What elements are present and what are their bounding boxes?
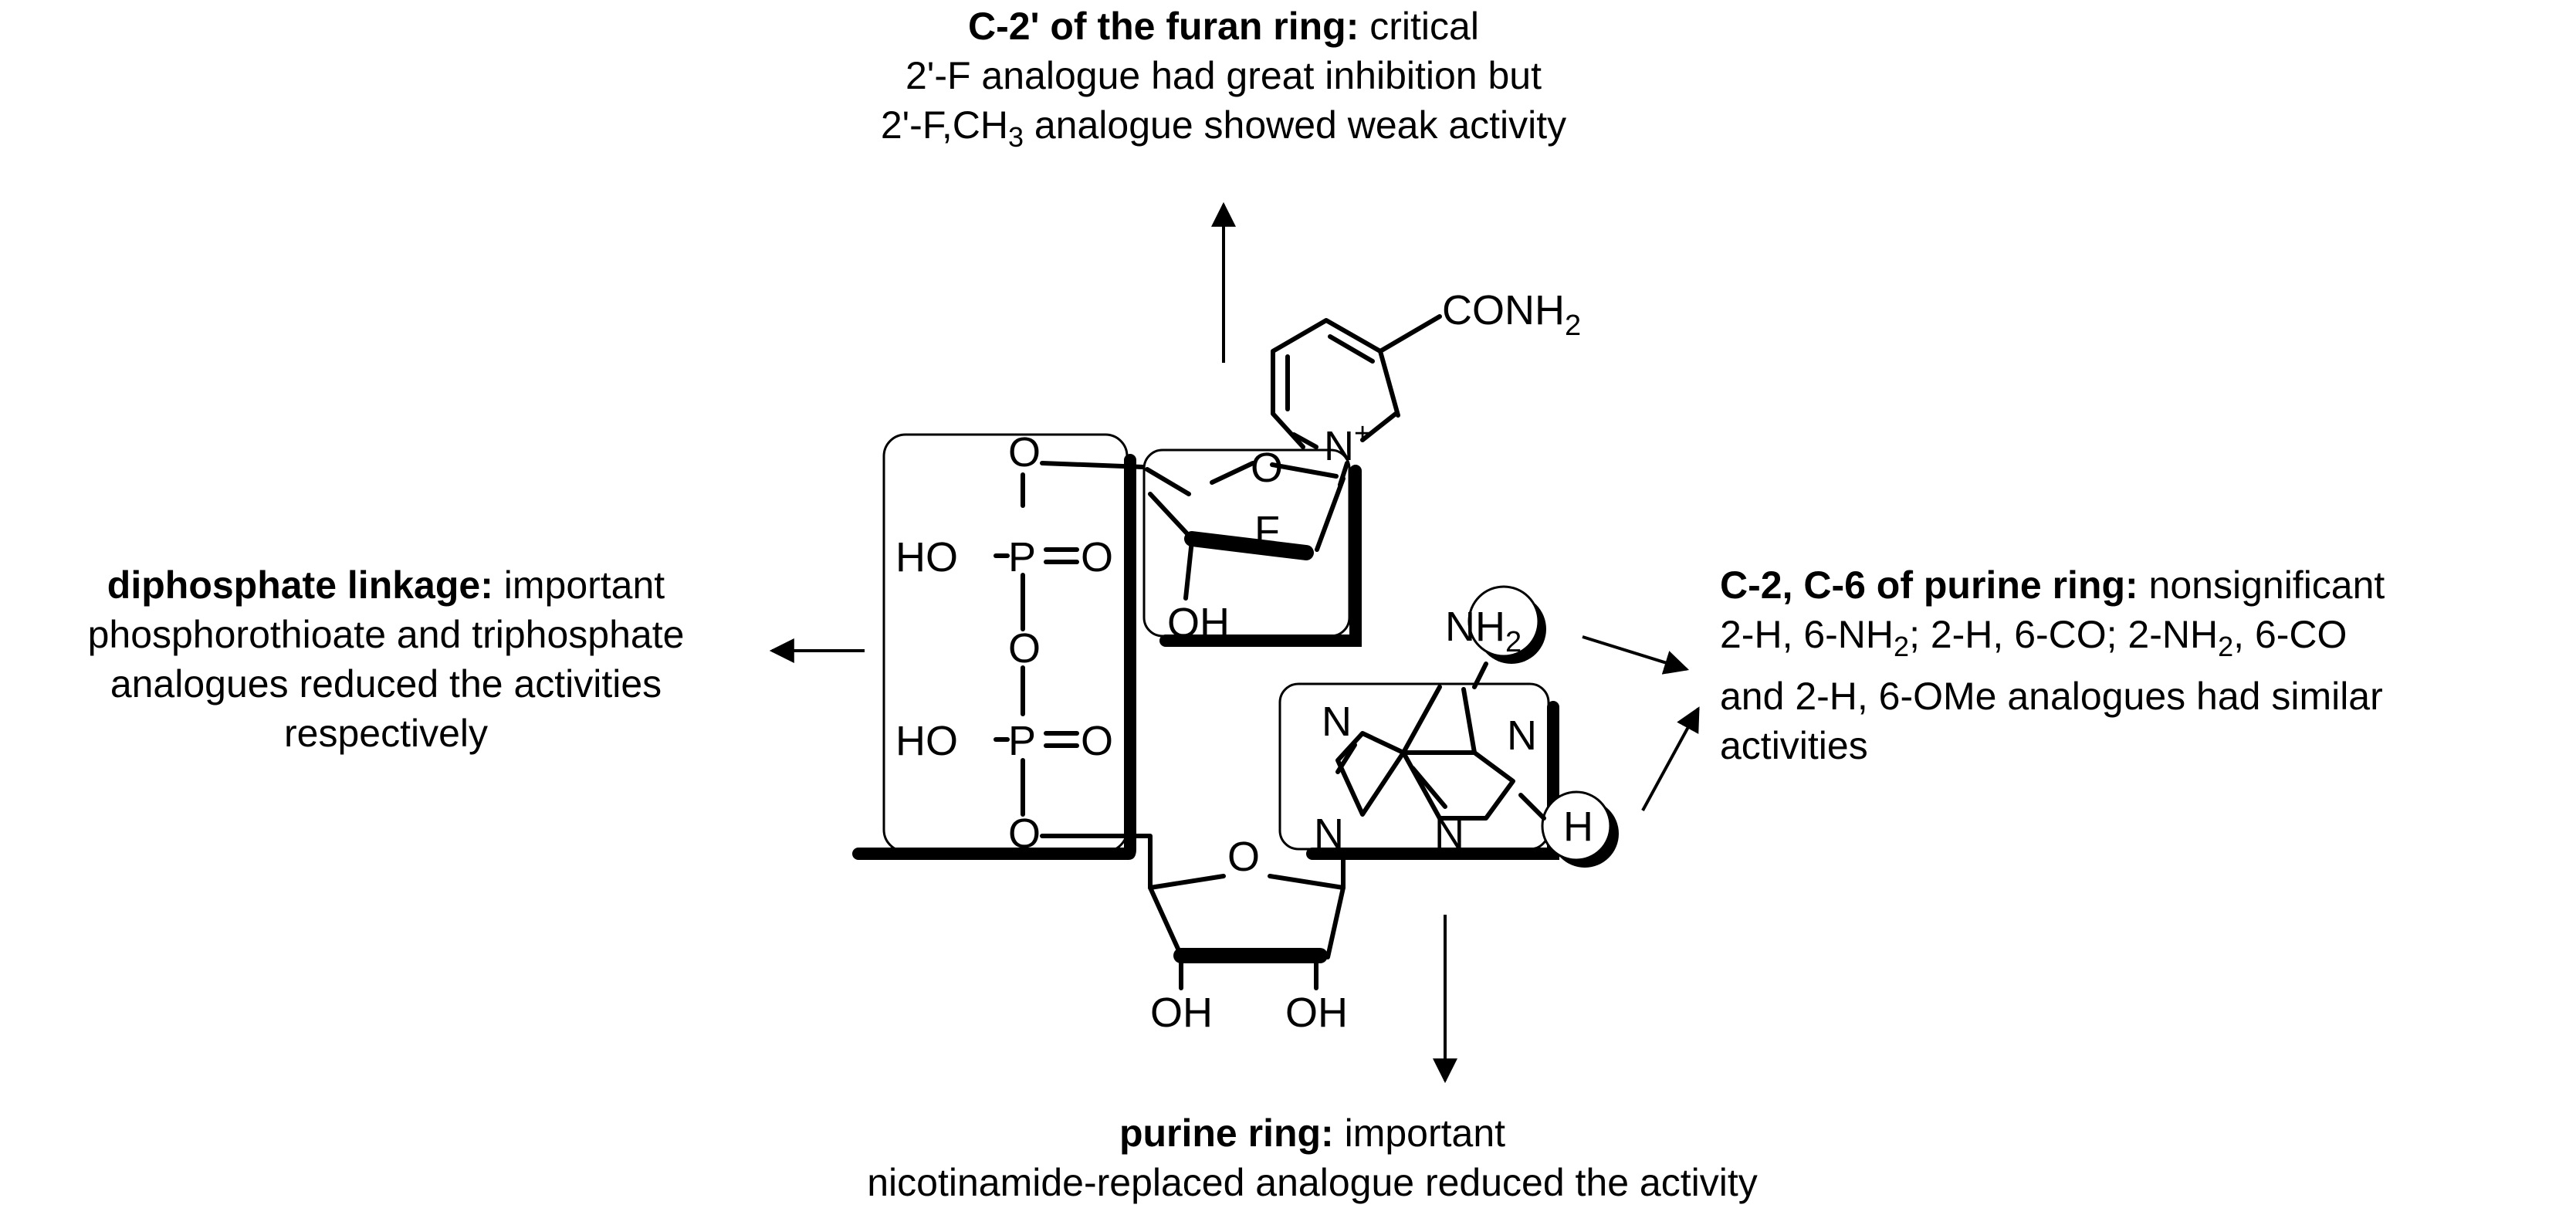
fluoro-label: F (1254, 508, 1280, 554)
right-annotation-heading: C-2, C-6 of purine ring: (1720, 563, 2138, 607)
top-annotation-heading: C-2' of the furan ring: (968, 5, 1359, 48)
phos-eq-o1-label: O (1081, 534, 1113, 580)
phos-ho2-label: HO (895, 718, 958, 764)
conh2-label: CONH2 (1442, 287, 1581, 342)
phos-ho1-label: HO (895, 534, 958, 580)
nh2-label: NH2 (1445, 604, 1522, 658)
purine-n1-label: N (1507, 712, 1537, 759)
bottom-oh-left-label: OH (1150, 990, 1213, 1036)
top-ring-o-label: O (1251, 445, 1283, 491)
bottom-oh-right-label: OH (1285, 990, 1348, 1036)
arrow-to-right-annotation-b (1641, 706, 1700, 811)
purine-n3-label: N (1434, 810, 1464, 857)
diphosphate-bonds (994, 461, 1153, 890)
right-annotation: C-2, C-6 of purine ring: nonsignificant … (1720, 563, 2385, 767)
phos-o2-label: O (1008, 810, 1041, 857)
purine-highlight-box (1278, 682, 1559, 860)
h-highlight-circle (1541, 790, 1619, 868)
phos-p2-label: P (1008, 718, 1036, 764)
phos-p1-label: P (1008, 534, 1036, 580)
left-annotation-heading: diphosphate linkage: (107, 563, 493, 607)
furan-highlight-box (1142, 448, 1362, 647)
bottom-ring-o-label: O (1227, 834, 1260, 880)
bottom-furanose-ring (1148, 851, 1346, 990)
purine-ring-system (1335, 662, 1546, 821)
diphosphate-highlight-box (852, 433, 1136, 860)
bottom-annotation: purine ring: important nicotinamide-repl… (867, 1112, 1758, 1204)
nh2-highlight-circle (1467, 585, 1546, 664)
arrow-to-right-annotation-a (1582, 635, 1690, 675)
pyridinium-n-label: N+ (1324, 418, 1371, 469)
phos-o1-label: O (1008, 429, 1041, 475)
top-oh-label: OH (1167, 600, 1230, 646)
top-furanose-ring (1145, 461, 1349, 601)
purine-n7-label: N (1322, 699, 1352, 745)
pyridinium-ring (1271, 314, 1442, 449)
bottom-annotation-heading: purine ring: (1119, 1112, 1334, 1155)
purine-n9-label: N (1314, 810, 1344, 857)
purine-h-label: H (1563, 804, 1593, 850)
phos-bridge-o-label: O (1008, 625, 1041, 672)
left-annotation: diphosphate linkage: important phosphoro… (87, 563, 685, 755)
phos-eq-o2-label: O (1081, 718, 1113, 764)
top-annotation: C-2' of the furan ring: critical 2'-F an… (880, 5, 1567, 153)
